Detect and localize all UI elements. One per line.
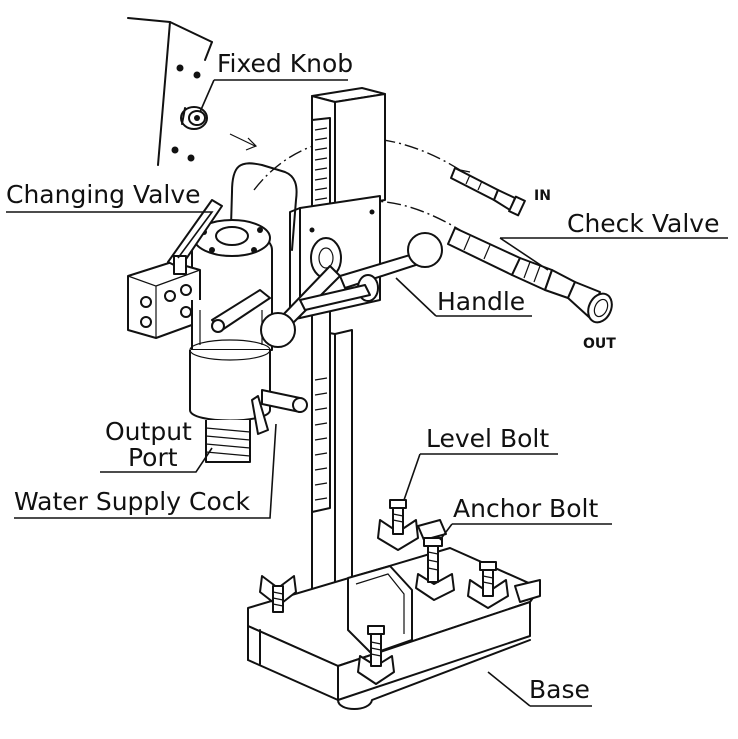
level-bolt-front-left-icon	[259, 575, 297, 613]
level-bolt-front-icon	[357, 625, 395, 685]
drill-head	[127, 162, 308, 463]
leader-lines	[6, 79, 728, 707]
label-base: Base	[529, 675, 590, 704]
in-label: IN	[534, 188, 551, 204]
label-anchor-bolt: Anchor Bolt	[453, 494, 598, 523]
anchor-bolt-icon	[415, 537, 455, 601]
in-hose-fitting	[450, 167, 526, 217]
out-label: OUT	[583, 336, 616, 352]
base	[247, 547, 541, 710]
label-check-valve: Check Valve	[567, 209, 719, 238]
label-water-supply-cock: Water Supply Cock	[14, 487, 250, 516]
label-fixed-knob: Fixed Knob	[217, 49, 353, 78]
label-handle: Handle	[437, 287, 525, 316]
fixed-knob-icon	[180, 106, 208, 130]
label-level-bolt: Level Bolt	[426, 424, 549, 453]
rotation-arrow-icon	[229, 133, 258, 151]
level-bolt-rear-left-icon	[377, 499, 447, 551]
label-changing-valve: Changing Valve	[6, 180, 201, 209]
feed-handle	[260, 232, 443, 348]
label-output-port-line2: Port	[128, 443, 178, 472]
label-output-port-line1: Output	[105, 417, 192, 446]
level-bolt-right-icon	[467, 561, 541, 609]
wall-panel	[127, 17, 213, 166]
